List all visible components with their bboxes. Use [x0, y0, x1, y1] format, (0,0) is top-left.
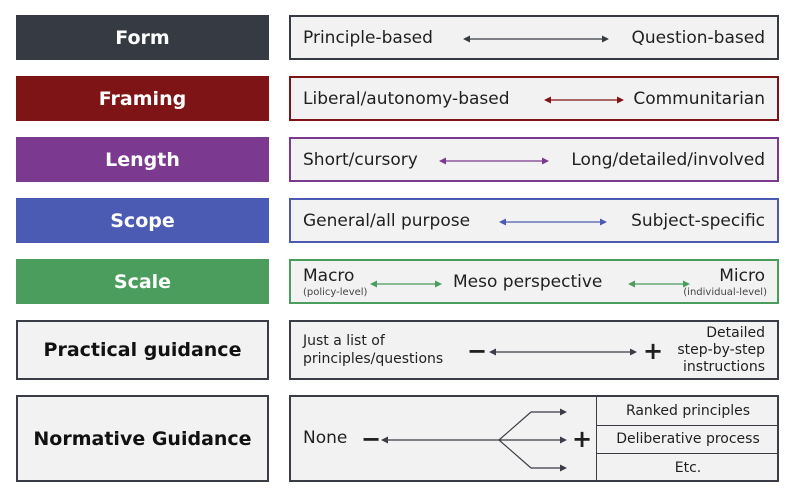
scale-left-text: Macro [303, 266, 355, 286]
scope-label-text: Scope [110, 209, 175, 232]
scale-middle-text: Meso perspective [453, 272, 603, 292]
form-left-text: Principle-based [303, 28, 433, 48]
form-right-text: Question-based [631, 28, 766, 48]
scale-spectrum: Macro (policy-level) Meso perspective Mi… [289, 259, 779, 304]
scale-left-subtext: (policy-level) [303, 287, 368, 298]
form-double-arrow [463, 35, 609, 43]
scope-label: Scope [16, 198, 269, 243]
normative-option-text: Ranked principles [625, 403, 751, 419]
normative-plus-sign: + [572, 425, 593, 453]
normative-minus-sign: − [361, 425, 382, 453]
form-spectrum: Principle-based Question-based [289, 15, 779, 60]
normative-guidance-spectrum: None − + [289, 395, 779, 482]
scale-right-text: Micro [719, 266, 765, 286]
scale-right-double-arrow [628, 280, 690, 288]
normative-branching-arrows [381, 408, 567, 472]
length-left-text: Short/cursory [303, 150, 418, 170]
scope-double-arrow [499, 218, 607, 226]
length-label: Length [16, 137, 269, 182]
normative-guidance-label-text: Normative Guidance [33, 427, 252, 450]
normative-left-text: None [303, 428, 348, 448]
framing-label-text: Framing [98, 87, 187, 110]
scale-left-double-arrow [370, 280, 442, 288]
practical-left-line1: Just a list of [303, 333, 385, 349]
scope-spectrum: General/all purpose Subject-specific [289, 198, 779, 243]
practical-right-line1: Detailed [706, 325, 765, 341]
practical-guidance-label: Practical guidance [16, 320, 269, 380]
length-right-text: Long/detailed/involved [571, 150, 765, 170]
framing-double-arrow [544, 96, 624, 104]
practical-right-line3: instructions [683, 359, 765, 375]
form-label: Form [16, 15, 269, 60]
practical-minus-sign: − [467, 337, 488, 365]
normative-option-text: Etc. [674, 459, 702, 476]
practical-plus-sign: + [643, 337, 664, 365]
scale-label-text: Scale [113, 270, 172, 293]
scale-label: Scale [16, 259, 269, 304]
practical-left-line2: principles/questions [303, 351, 444, 367]
normative-option-text: Deliberative process [616, 431, 760, 447]
normative-option-ranked-principles: Ranked principles [596, 397, 779, 426]
scale-right-subtext: (individual-level) [683, 287, 767, 298]
practical-double-arrow [489, 348, 637, 356]
normative-option-etc: Etc. [596, 453, 779, 482]
framing-label: Framing [16, 76, 269, 121]
length-double-arrow [439, 157, 549, 165]
scope-left-text: General/all purpose [303, 211, 471, 231]
normative-guidance-label: Normative Guidance [16, 395, 269, 482]
scope-right-text: Subject-specific [631, 211, 765, 231]
framing-spectrum: Liberal/autonomy-based Communitarian [289, 76, 779, 121]
framing-left-text: Liberal/autonomy-based [303, 89, 510, 109]
practical-guidance-spectrum: Just a list of principles/questions − + … [289, 320, 779, 380]
framing-right-text: Communitarian [633, 89, 765, 109]
practical-guidance-label-text: Practical guidance [43, 339, 242, 361]
normative-option-deliberative-process: Deliberative process [596, 425, 779, 454]
form-label-text: Form [115, 26, 170, 49]
length-label-text: Length [105, 148, 180, 171]
practical-right-line2: step-by-step [677, 342, 765, 358]
length-spectrum: Short/cursory Long/detailed/involved [289, 137, 779, 182]
